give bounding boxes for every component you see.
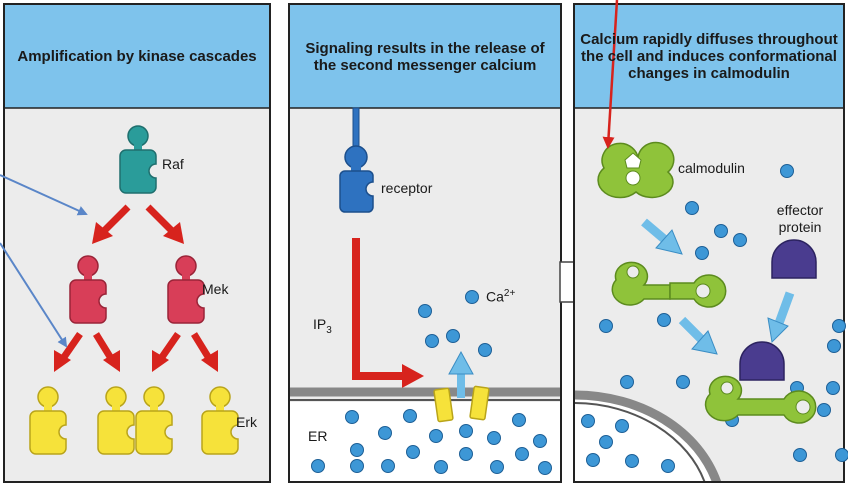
erk-protein bbox=[29, 386, 67, 455]
receptor-label: receptor bbox=[381, 180, 433, 196]
erk-protein bbox=[201, 386, 239, 455]
up-arrow-icon bbox=[448, 350, 474, 375]
mek-protein-right bbox=[167, 255, 205, 324]
effector-protein-icon bbox=[771, 239, 817, 279]
panel-title-kinase-cascades: Amplification by kinase cascades bbox=[17, 48, 257, 65]
ip3-subscript: 3 bbox=[326, 324, 332, 336]
panel-header bbox=[5, 5, 269, 108]
calcium-superscript: 2+ bbox=[503, 288, 516, 299]
calmodulin-closed bbox=[597, 141, 675, 199]
mek-label: Mek bbox=[202, 281, 229, 297]
red-arrow-icon bbox=[54, 350, 71, 372]
calmodulin-extended bbox=[611, 261, 727, 308]
ip3-label: IP3 bbox=[313, 316, 332, 336]
red-arrow-icon bbox=[103, 350, 120, 372]
panel-title-calmodulin: Calcium rapidly diffuses throughout the … bbox=[580, 31, 838, 82]
panel-title-second-messenger: Signaling results in the release of the … bbox=[305, 39, 545, 74]
receptor-protein bbox=[339, 107, 374, 213]
red-arrow-icon bbox=[402, 364, 424, 388]
erk-label: Erk bbox=[236, 414, 257, 430]
red-arrow-icon bbox=[152, 350, 169, 372]
raf-protein bbox=[119, 125, 157, 194]
panel-calmodulin bbox=[573, 3, 848, 483]
calmodulin-label: calmodulin bbox=[678, 160, 745, 176]
er-label: ER bbox=[308, 428, 328, 444]
calcium-channel bbox=[433, 385, 490, 423]
erk-protein bbox=[97, 386, 135, 455]
down-arrow-icon bbox=[767, 317, 789, 344]
raf-label: Raf bbox=[162, 156, 184, 172]
panel-header bbox=[575, 5, 843, 108]
red-arrow-icon bbox=[163, 222, 184, 244]
panel-second-messenger bbox=[288, 3, 562, 483]
ip3-main: IP bbox=[313, 316, 327, 332]
diagonal-arrow-icon bbox=[655, 229, 683, 255]
effector-protein-label: effector protein bbox=[776, 202, 824, 235]
panel-kinase-cascade bbox=[3, 3, 271, 483]
calmodulin-effector-complex bbox=[704, 341, 817, 424]
diagonal-arrow-icon bbox=[691, 330, 718, 355]
calcium-main: Ca bbox=[486, 288, 504, 305]
mek-protein-left bbox=[69, 255, 107, 324]
erk-protein bbox=[135, 386, 173, 455]
red-arrow-icon bbox=[92, 222, 113, 244]
red-pointer-arrow-icon bbox=[602, 0, 619, 149]
panel-header bbox=[290, 5, 560, 108]
red-arrow-icon bbox=[201, 350, 218, 372]
calcium-label: Ca2+ bbox=[486, 288, 515, 305]
pointer-arrow-icon bbox=[0, 174, 88, 216]
pointer-arrow-icon bbox=[0, 242, 68, 348]
